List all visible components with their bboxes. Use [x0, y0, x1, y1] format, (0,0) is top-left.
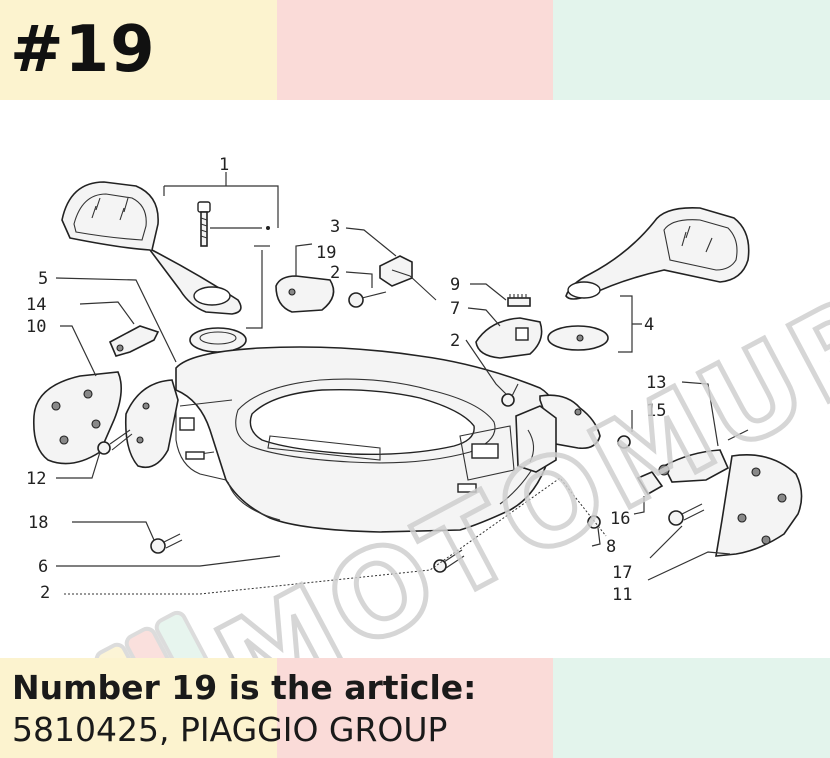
- callout-16: 16: [610, 509, 630, 529]
- callout-13: 13: [646, 373, 666, 393]
- handlebar-cover-body: [175, 346, 558, 533]
- exploded-parts-diagram: 1 19 3 2 9 7 4 5 14 10 2 13 15 12 16 18 …: [26, 149, 830, 658]
- screw-18: [150, 533, 183, 554]
- watermark-stripe-mint: [154, 610, 241, 658]
- callout-5: 5: [38, 269, 48, 289]
- bracket-19-part: [275, 275, 335, 313]
- callout-2-center: 2: [450, 331, 460, 351]
- callout-4: 4: [644, 315, 654, 335]
- band-stripe-pink: [277, 0, 553, 100]
- article-caption-heading: Number 19 is the article:: [12, 668, 477, 707]
- screw-2-upper: [348, 291, 387, 308]
- callout-9: 9: [450, 275, 460, 295]
- article-code-brand: 5810425, PIAGGIO GROUP: [12, 710, 448, 749]
- watermark-stripe-yellow: [94, 642, 181, 658]
- callout-6: 6: [38, 557, 48, 577]
- callout-10: 10: [26, 317, 46, 337]
- footer-stripe-mint: [553, 658, 830, 758]
- callout-2-upper: 2: [330, 263, 340, 283]
- screw-6: [433, 549, 465, 573]
- left-end-cap: [124, 379, 179, 469]
- switch-7-part: [475, 317, 543, 359]
- mirror-screw: [197, 201, 211, 247]
- right-mirror-gasket: [547, 325, 609, 351]
- callout-14: 14: [26, 295, 46, 315]
- bracket-13-part: [658, 449, 730, 483]
- left-mirror-gasket: [189, 327, 247, 353]
- connector-9-part: [507, 294, 531, 307]
- callout-2-lower: 2: [40, 583, 50, 603]
- left-mirror-part: [61, 181, 242, 315]
- footer-stripe-pink: [277, 658, 553, 758]
- screw-8: [587, 515, 601, 529]
- callout-15: 15: [646, 401, 666, 421]
- watermark-stripe-pink: [124, 626, 211, 658]
- bottom-color-band: [0, 658, 830, 758]
- callout-3: 3: [330, 217, 340, 237]
- left-side-panel-10: [32, 371, 122, 465]
- band-stripe-mint: [553, 0, 830, 100]
- screw-12: [97, 429, 133, 455]
- callout-8: 8: [606, 537, 616, 557]
- nut-15: [617, 435, 631, 449]
- band-stripe-yellow: [0, 0, 277, 100]
- top-color-band: [0, 0, 830, 100]
- callout-7: 7: [450, 299, 460, 319]
- right-mirror-part: [565, 206, 750, 300]
- right-side-panel-11: [715, 454, 803, 557]
- callout-11: 11: [612, 585, 632, 605]
- callout-1: 1: [219, 155, 229, 175]
- callout-1-bracket: [163, 172, 279, 329]
- switch-3-part: [379, 255, 437, 301]
- callout-12: 12: [26, 469, 46, 489]
- clamp-bracket: [515, 405, 557, 473]
- clip-16: [636, 471, 664, 496]
- screw-17: [668, 503, 705, 526]
- screw-2-center: [501, 383, 519, 407]
- callout-17: 17: [612, 563, 632, 583]
- part-number-heading: #19: [10, 13, 156, 87]
- bracket-14-part: [108, 325, 160, 357]
- callout-19: 19: [316, 243, 336, 263]
- footer-stripe-yellow: [0, 658, 277, 758]
- callout-18: 18: [28, 513, 48, 533]
